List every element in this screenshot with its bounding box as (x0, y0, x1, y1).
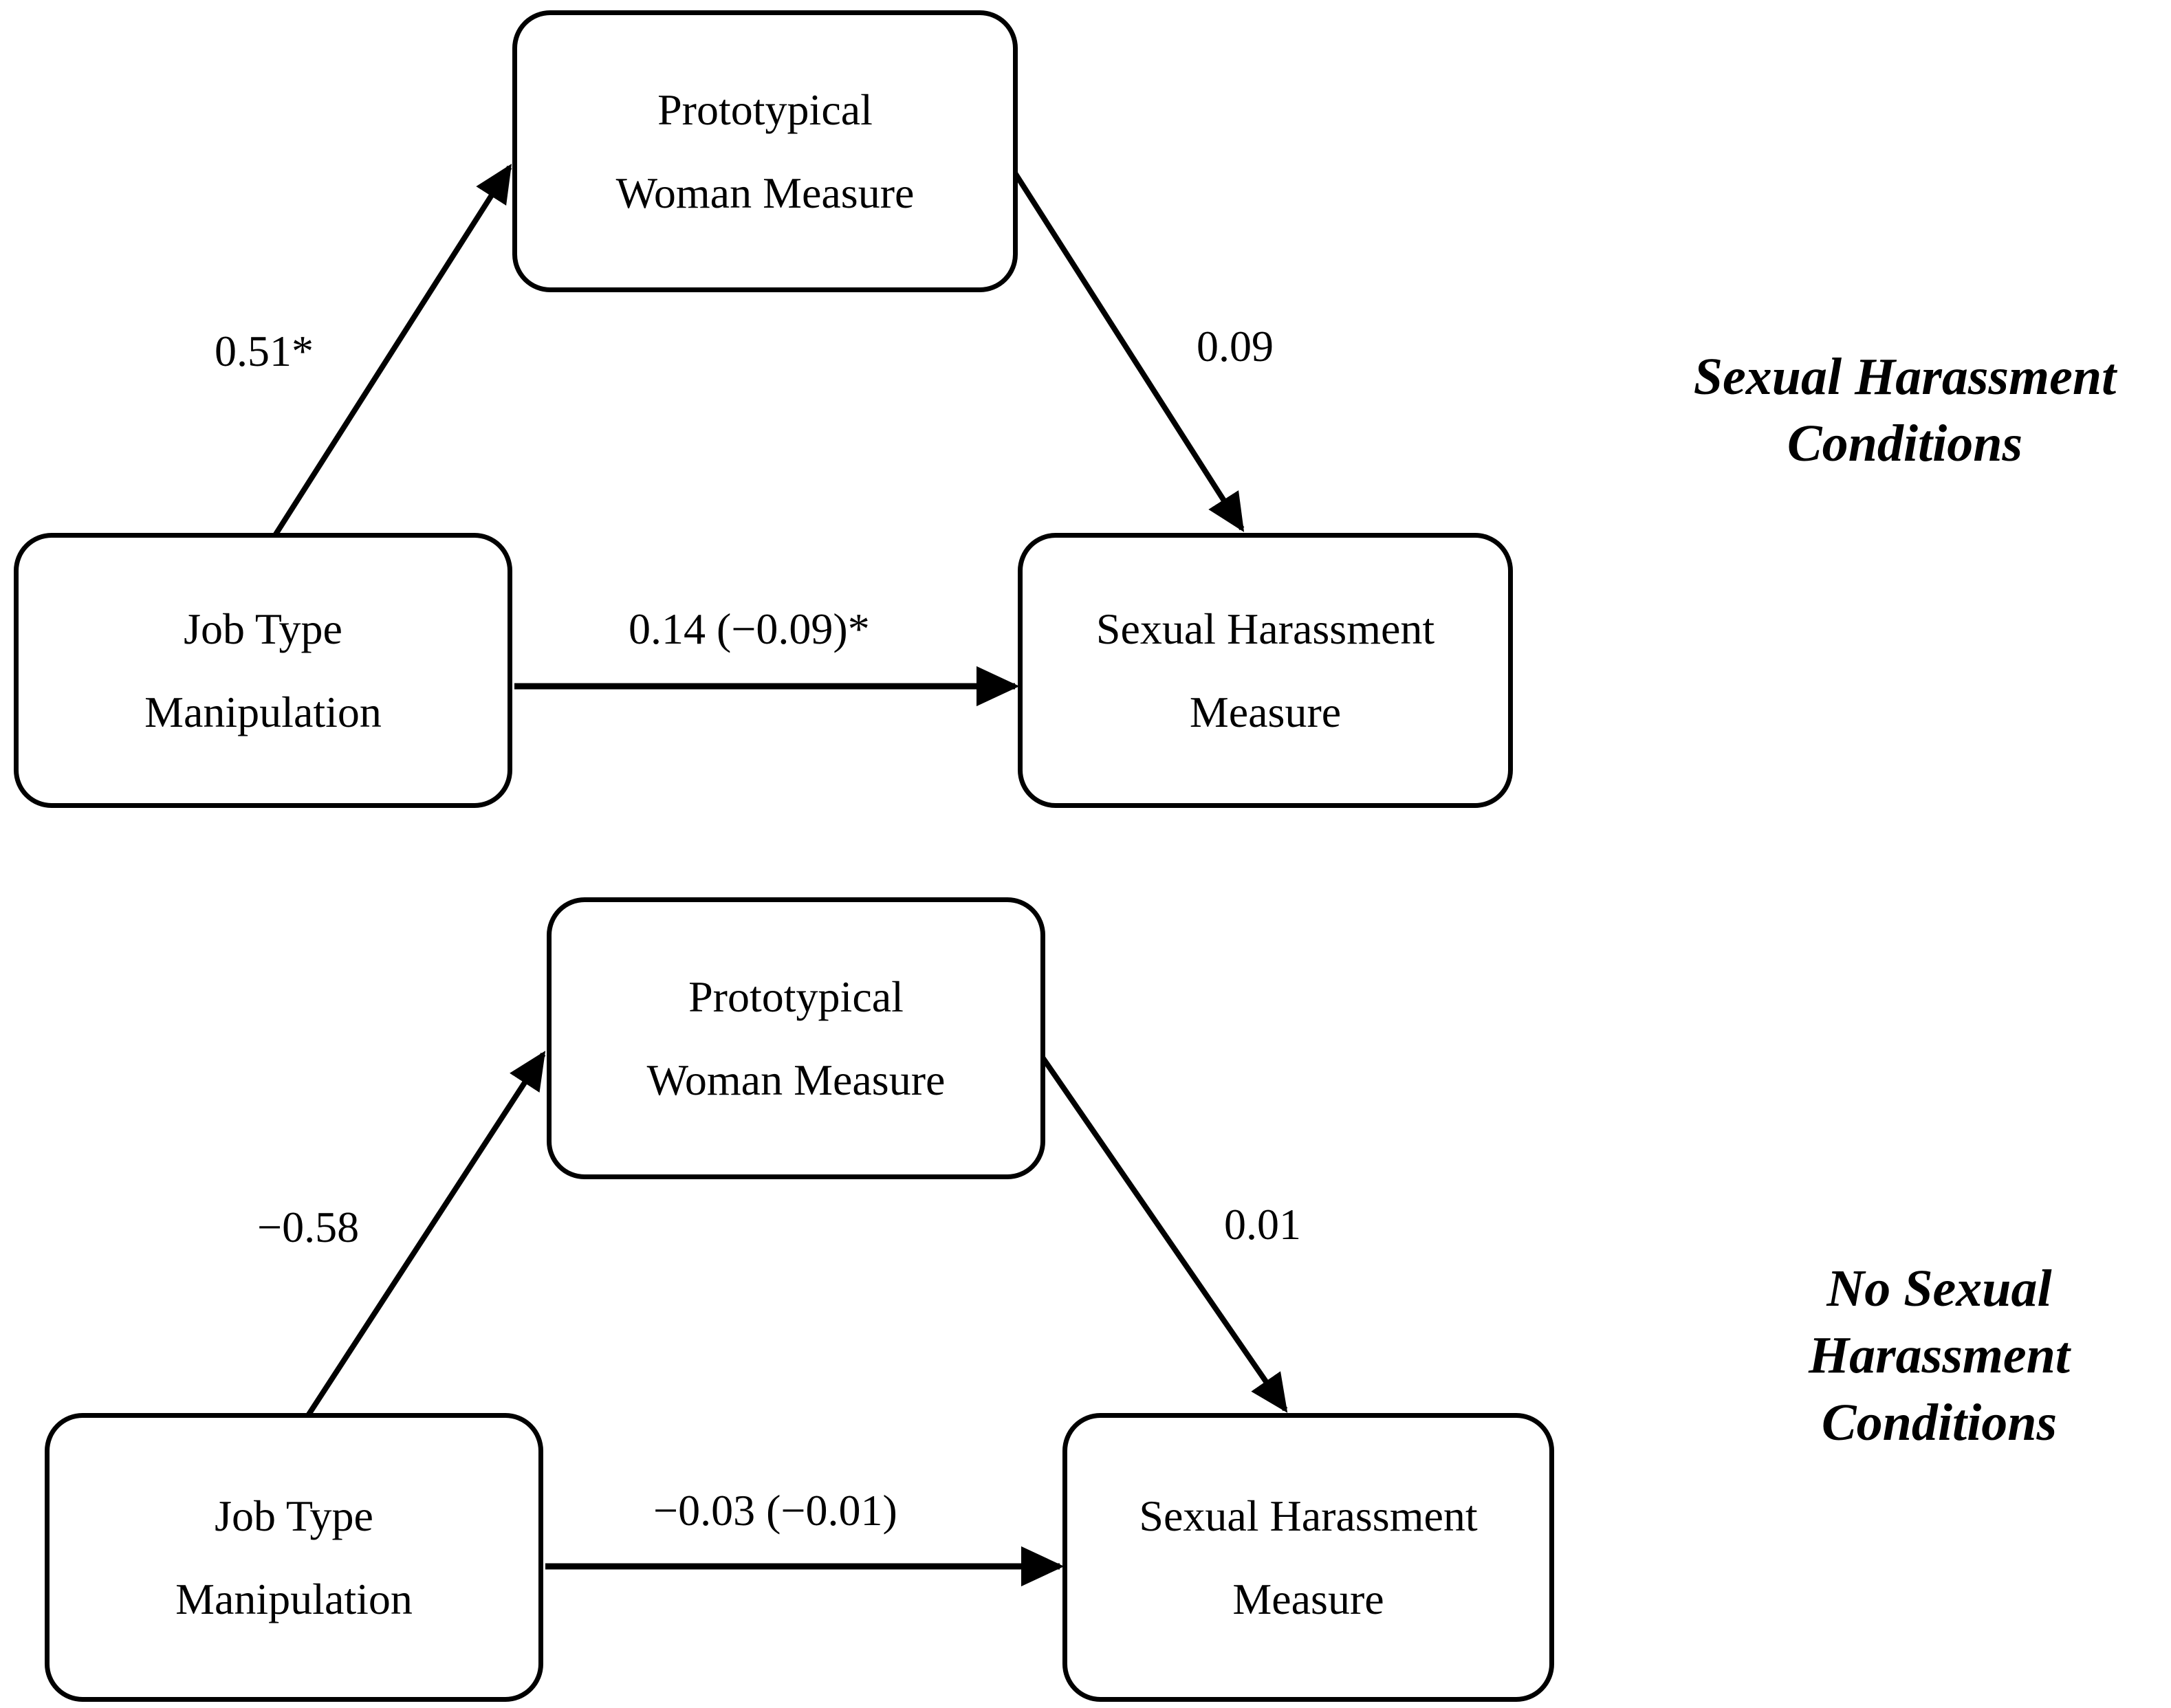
top-mediator-node[interactable]: Prototypical Woman Measure (512, 10, 1018, 292)
top-predictor-label-line1: Job Type (184, 604, 342, 653)
top-condition-label-line1: Sexual Harassment (1693, 348, 2117, 406)
top-a-path-label: 0.51* (210, 326, 318, 377)
bottom-mediator-label-line1: Prototypical (688, 972, 904, 1021)
top-condition-label: Sexual Harassment Conditions (1650, 344, 2159, 478)
bottom-predictor-node[interactable]: Job Type Manipulation (45, 1413, 543, 1702)
bottom-outcome-label-line2: Measure (1232, 1575, 1384, 1623)
top-c-path-label: 0.14 (−0.09)* (624, 604, 874, 655)
bottom-outcome-label-line1: Sexual Harassment (1139, 1491, 1478, 1540)
bottom-c-path-label: −0.03 (−0.01) (649, 1485, 902, 1536)
top-outcome-node[interactable]: Sexual Harassment Measure (1018, 533, 1513, 808)
bottom-b-path-label: 0.01 (1220, 1199, 1305, 1250)
bottom-condition-label: No Sexual Harassment Conditions (1699, 1256, 2171, 1456)
top-b-path-label: 0.09 (1192, 321, 1278, 372)
top-mediator-label-line2: Woman Measure (615, 168, 915, 217)
bottom-condition-label-line1: No Sexual (1826, 1260, 2052, 1317)
bottom-b-path-arrow (1023, 1031, 1288, 1413)
bottom-predictor-label-line2: Manipulation (175, 1575, 413, 1623)
top-mediator-label-line1: Prototypical (657, 85, 873, 134)
top-outcome-label-line1: Sexual Harassment (1095, 604, 1435, 653)
bottom-mediator-label-line2: Woman Measure (646, 1055, 946, 1104)
bottom-outcome-node[interactable]: Sexual Harassment Measure (1062, 1413, 1554, 1702)
bottom-a-path-label: −0.58 (253, 1202, 364, 1253)
top-predictor-label-line2: Manipulation (144, 688, 382, 736)
bottom-predictor-label-line1: Job Type (215, 1491, 373, 1540)
top-predictor-node[interactable]: Job Type Manipulation (14, 533, 512, 808)
top-condition-label-line2: Conditions (1787, 415, 2023, 473)
bottom-condition-label-line2: Harassment (1808, 1326, 2071, 1385)
top-outcome-label-line2: Measure (1189, 688, 1342, 736)
bottom-mediator-node[interactable]: Prototypical Woman Measure (547, 897, 1045, 1179)
top-a-path-arrow (262, 164, 512, 554)
bottom-a-path-arrow (296, 1051, 546, 1432)
bottom-condition-label-line3: Conditions (1821, 1393, 2058, 1452)
top-b-path-arrow (996, 145, 1245, 532)
